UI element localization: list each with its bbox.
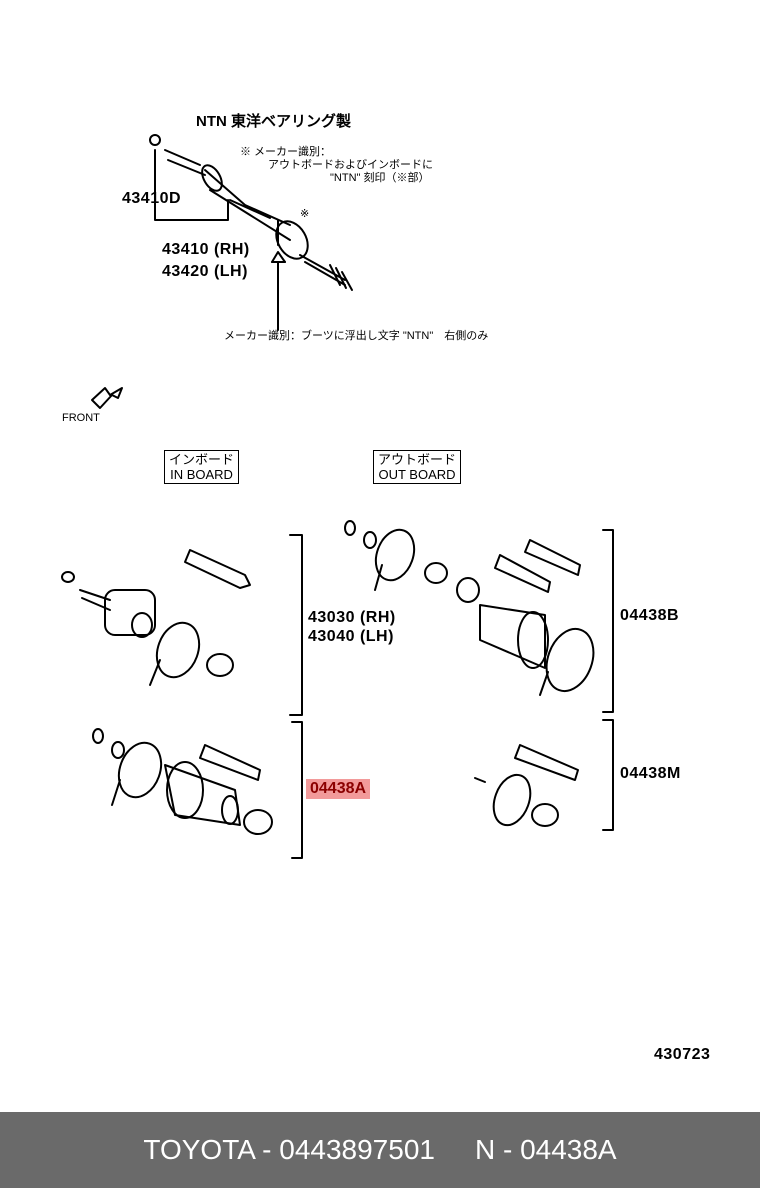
outboard-box: アウトボード OUT BOARD bbox=[373, 450, 462, 484]
inboard-jp: インボード bbox=[169, 452, 235, 467]
drive-shaft-assembly bbox=[149, 134, 353, 331]
front-arrow-icon bbox=[91, 387, 123, 409]
bracket-04438M bbox=[602, 719, 614, 831]
maker-note-line2: アウトボードおよびインボードに bbox=[268, 159, 433, 171]
asterisk-mark: ※ bbox=[300, 208, 310, 220]
diagram-drawing bbox=[61, 134, 614, 859]
outboard-joint-kit bbox=[344, 520, 595, 696]
part-label-43420: 43420 (LH) bbox=[162, 263, 248, 280]
bracket-43030 bbox=[289, 534, 303, 716]
footer-ref-part: N - 04438A bbox=[474, 1134, 617, 1165]
maker-note-line3: "NTN" 刻印（※部） bbox=[330, 172, 430, 184]
front-label: FRONT bbox=[62, 412, 100, 424]
footer-brand-part: TOYOTA - 0443897501 bbox=[143, 1134, 435, 1165]
outboard-en: OUT BOARD bbox=[378, 467, 456, 482]
part-label-43030: 43030 (RH) bbox=[308, 609, 396, 626]
inboard-boot-kit bbox=[92, 728, 273, 835]
part-label-43410: 43410 (RH) bbox=[162, 241, 250, 258]
diagram-title: NTN 東洋ベアリング製 bbox=[196, 113, 351, 130]
part-label-43040: 43040 (LH) bbox=[308, 628, 394, 645]
outboard-boot-kit bbox=[474, 744, 579, 827]
diagram-code: 430723 bbox=[654, 1046, 711, 1063]
maker-note-boot: メーカー識別：ブーツに浮出し文字 "NTN" 右側のみ bbox=[224, 330, 489, 342]
bracket-04438B bbox=[602, 529, 614, 713]
outboard-jp: アウトボード bbox=[378, 452, 457, 467]
part-label-43410D: 43410D bbox=[122, 190, 182, 207]
footer-bar: TOYOTA - 0443897501 N - 04438A bbox=[0, 1112, 760, 1188]
part-label-04438M: 04438M bbox=[620, 765, 681, 782]
parts-diagram: NTN 東洋ベアリング製 ※ メーカー識別： アウトボードおよびインボードに "… bbox=[61, 113, 711, 1063]
inboard-joint-kit bbox=[61, 549, 251, 686]
bracket-04438A bbox=[291, 721, 303, 859]
part-label-04438A-highlight[interactable]: 04438A bbox=[306, 779, 371, 799]
maker-note-line1: ※ メーカー識別： bbox=[240, 146, 332, 158]
part-label-04438B: 04438B bbox=[620, 607, 680, 624]
inboard-box: インボード IN BOARD bbox=[164, 450, 240, 484]
inboard-en: IN BOARD bbox=[170, 467, 233, 482]
